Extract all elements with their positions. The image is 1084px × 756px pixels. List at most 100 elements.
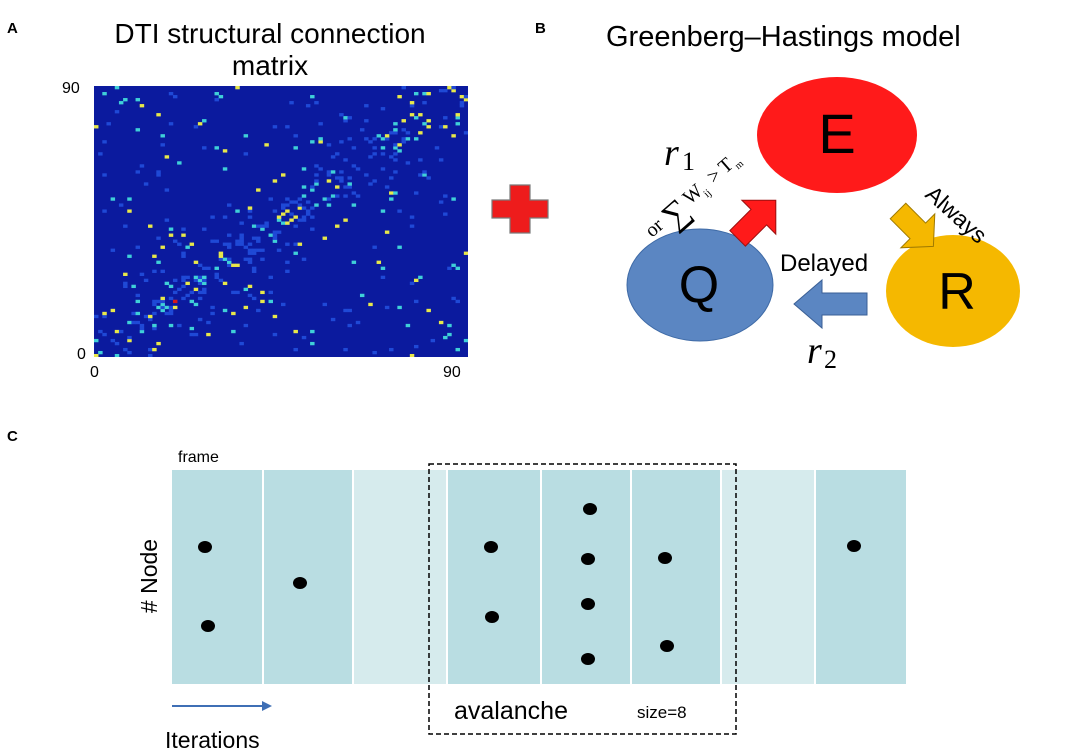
matrix-cell-low xyxy=(447,266,452,270)
matrix-cell-low xyxy=(413,344,419,349)
matrix-cell-low xyxy=(226,233,232,237)
matrix-cell-mid xyxy=(380,137,386,141)
matrix-cell-mid xyxy=(447,332,452,337)
matrix-cell-low xyxy=(239,242,244,246)
matrix-cells xyxy=(94,86,468,357)
matrix-cell-low xyxy=(343,347,348,352)
node-dot xyxy=(581,553,595,565)
matrix-cell-low xyxy=(380,167,386,171)
matrix-cell-low xyxy=(359,128,365,132)
node-dot xyxy=(484,541,498,553)
matrix-cell-low xyxy=(289,212,294,216)
matrix-cell-low xyxy=(413,299,419,304)
node-q xyxy=(626,228,774,342)
matrix-cell-high xyxy=(276,215,282,219)
matrix-cell-high xyxy=(285,209,290,213)
matrix-cell-low xyxy=(189,332,195,337)
node-dot xyxy=(293,577,307,589)
matrix-cell-high xyxy=(376,260,382,264)
matrix-cell-low xyxy=(372,152,377,156)
matrix-cell-high xyxy=(168,233,174,237)
matrix-cell-low xyxy=(339,179,344,183)
matrix-cell-low xyxy=(293,200,298,204)
matrix-cell-low xyxy=(301,257,307,261)
matrix-cell-low xyxy=(389,131,394,135)
matrix-cell-low xyxy=(114,110,120,114)
matrix-cell-mid xyxy=(376,134,382,138)
matrix-cell-high xyxy=(463,251,468,255)
matrix-cell-mid xyxy=(164,305,170,310)
matrix-cell-high xyxy=(426,308,431,313)
matrix-cell-low xyxy=(123,224,128,228)
matrix-cell-low xyxy=(355,320,361,325)
matrix-cell-high xyxy=(401,119,406,123)
matrix-cell-low xyxy=(168,122,174,126)
matrix-cell-low xyxy=(181,251,186,255)
matrix-cell-mid xyxy=(139,329,145,334)
matrix-cell-low xyxy=(351,164,357,168)
matrix-cell-low xyxy=(202,287,207,292)
matrix-cell-low xyxy=(364,173,369,177)
matrix-cell-low xyxy=(243,245,249,249)
matrix-cell-low xyxy=(281,302,286,307)
matrix-cell-low xyxy=(210,239,215,243)
matrix-cell-high xyxy=(463,98,468,102)
matrix-cell-high xyxy=(289,218,294,222)
matrix-cell-high xyxy=(94,353,99,357)
matrix-cell-low xyxy=(339,176,344,180)
matrix-cell-mid xyxy=(235,209,240,213)
matrix-cell-low xyxy=(297,203,303,207)
matrix-cell-low xyxy=(156,299,161,304)
node-dot xyxy=(485,611,499,623)
matrix-cell-low xyxy=(459,101,465,105)
matrix-cell-mid xyxy=(127,320,132,325)
matrix-cell-low xyxy=(301,335,307,340)
matrix-cell-low xyxy=(239,233,244,237)
matrix-cell-low xyxy=(272,332,278,337)
matrix-cell-high xyxy=(222,281,228,286)
panel-a-title: DTI structural connection matrix xyxy=(60,18,480,82)
matrix-cell-low xyxy=(347,176,352,180)
node-r xyxy=(886,235,1020,347)
matrix-cell-high xyxy=(272,314,278,319)
matrix-cell-high xyxy=(384,230,390,234)
matrix-cell-low xyxy=(343,185,348,189)
matrix-cell-mid xyxy=(168,227,174,231)
matrix-cell-high xyxy=(193,287,199,292)
matrix-cell-mid xyxy=(413,137,419,141)
matrix-cell-mid xyxy=(177,161,182,165)
matrix-cell-high xyxy=(451,89,456,93)
matrix-cell-mid xyxy=(222,257,228,261)
matrix-cell-low xyxy=(164,311,170,316)
r1-subscript: 1 xyxy=(682,147,695,176)
matrix-cell-mid xyxy=(260,227,265,231)
frame-8 xyxy=(816,470,906,684)
matrix-cell-low xyxy=(247,209,253,213)
matrix-cell-mid xyxy=(268,233,273,237)
matrix-cell-low xyxy=(251,296,257,301)
matrix-cell-low xyxy=(152,299,157,304)
matrix-cell-mid xyxy=(351,260,357,264)
matrix-cell-low xyxy=(135,320,141,325)
matrix-cell-low xyxy=(272,236,278,240)
matrix-cell-mid xyxy=(214,146,219,150)
matrix-cell-mid xyxy=(389,197,394,201)
matrix-cell-low xyxy=(181,227,186,231)
matrix-cell-mid xyxy=(156,305,161,310)
matrix-cell-high xyxy=(335,224,340,228)
matrix-cell-low xyxy=(243,323,249,328)
matrix-cell-mid xyxy=(310,140,315,144)
matrix-cell-mid xyxy=(380,266,386,270)
matrix-cell-mid xyxy=(422,92,427,96)
matrix-cell-high xyxy=(426,125,431,129)
matrix-cell-low xyxy=(364,104,369,108)
matrix-cell-mid xyxy=(218,95,224,99)
matrix-cell-high xyxy=(297,206,303,210)
matrix-cell-mid xyxy=(202,119,207,123)
matrix-cell-mid xyxy=(114,353,120,357)
matrix-cell-high xyxy=(139,104,145,108)
matrix-cell-mid xyxy=(131,284,136,289)
matrix-cell-high xyxy=(293,215,298,219)
matrix-cell-low xyxy=(430,338,436,343)
matrix-cell-mid xyxy=(281,221,286,225)
